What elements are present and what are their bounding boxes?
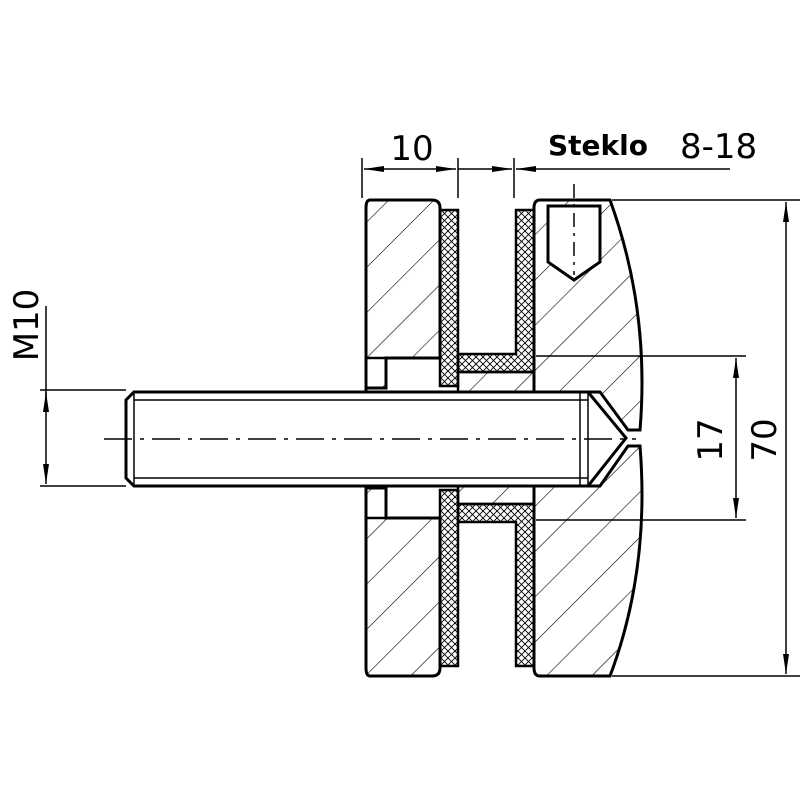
dim-17-label: 17 [691, 418, 731, 461]
left-plate [364, 198, 442, 678]
glass-range-label: 8-18 [680, 127, 757, 167]
threaded-rod [104, 390, 636, 488]
dim-10-label: 10 [390, 129, 433, 169]
glass-label: Steklo [548, 129, 648, 162]
dim-m10-label: M10 [7, 289, 47, 362]
right-disc [532, 184, 644, 678]
dim-17: 17 [536, 355, 746, 521]
central-hub [456, 370, 536, 506]
dim-m10: M10 [7, 289, 126, 487]
dim-70: 70 [612, 199, 800, 677]
dim-glass: Steklo 8-18 [458, 127, 757, 198]
left-gasket [438, 208, 460, 668]
dim-10: 10 [361, 129, 459, 198]
dim-70-label: 70 [745, 418, 785, 461]
